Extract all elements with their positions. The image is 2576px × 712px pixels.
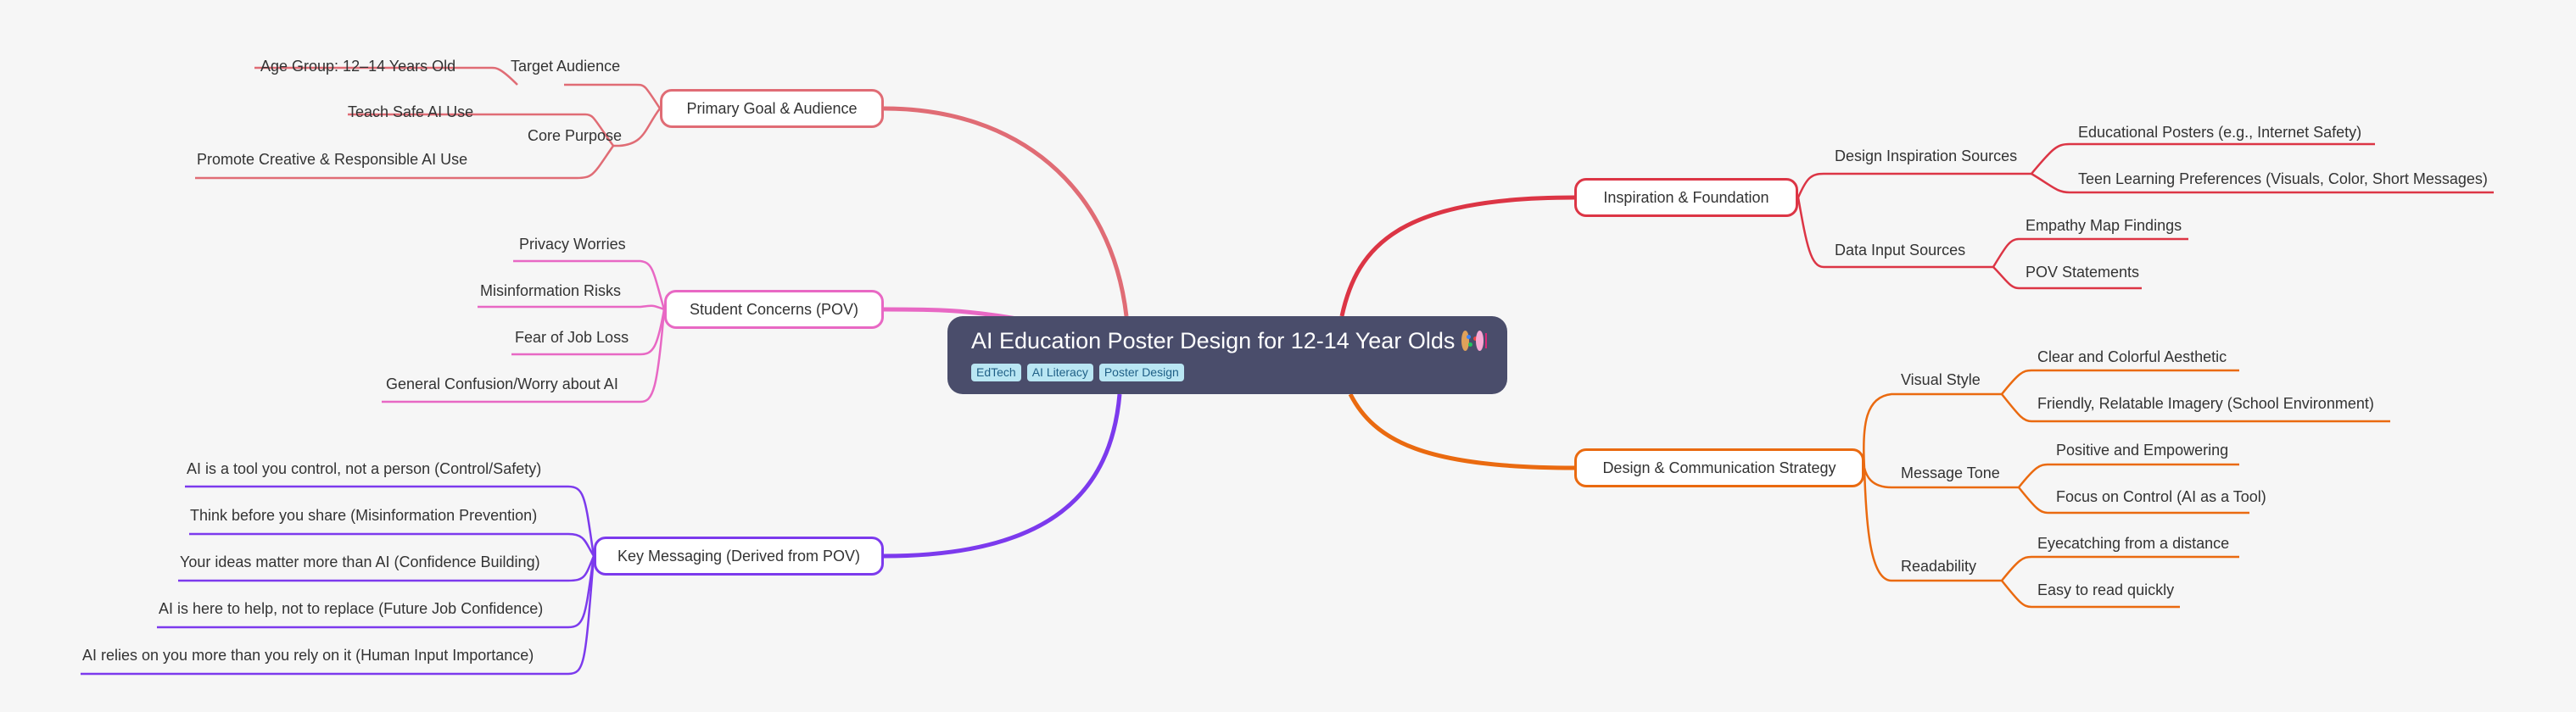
node-pov-statements[interactable]: POV Statements <box>2026 264 2140 281</box>
node-target-audience[interactable]: Target Audience <box>511 58 621 75</box>
branch-primary-goal[interactable]: Primary Goal & Audience <box>660 89 884 128</box>
node-visual-style[interactable]: Visual Style <box>1901 371 1981 388</box>
node-fear-job-loss[interactable]: Fear of Job Loss <box>515 329 629 346</box>
node-misinformation-risks[interactable]: Misinformation Risks <box>480 282 622 299</box>
node-readability[interactable]: Readability <box>1901 558 1977 575</box>
branch-student-concerns[interactable]: Student Concerns (POV) <box>664 290 884 329</box>
node-educational-posters[interactable]: Educational Posters (e.g., Internet Safe… <box>2078 124 2362 141</box>
node-message[interactable]: Think before you share (Misinformation P… <box>190 507 538 524</box>
root-topic[interactable]: AI Education Poster Design for 12-14 Yea… <box>947 316 1507 394</box>
node-privacy-worries[interactable]: Privacy Worries <box>519 236 626 253</box>
node-message[interactable]: Your ideas matter more than AI (Confiden… <box>180 553 540 570</box>
node-general-confusion[interactable]: General Confusion/Worry about AI <box>386 375 618 392</box>
branch-inspiration[interactable]: Inspiration & Foundation <box>1574 178 1798 217</box>
brain-icon <box>1476 331 1487 351</box>
palette-icon <box>1461 331 1472 351</box>
node-eyecatching[interactable]: Eyecatching from a distance <box>2037 535 2230 552</box>
tag[interactable]: Poster Design <box>1098 364 1184 381</box>
node-easy-read[interactable]: Easy to read quickly <box>2037 581 2175 598</box>
node-core-purpose[interactable]: Core Purpose <box>528 127 623 144</box>
branch-key-messaging[interactable]: Key Messaging (Derived from POV) <box>594 537 884 576</box>
node-message[interactable]: AI relies on you more than you rely on i… <box>82 647 534 664</box>
root-tags: EdTech AI Literacy Poster Design <box>971 364 1484 381</box>
node-message[interactable]: AI is a tool you control, not a person (… <box>187 460 542 477</box>
node-promote-creative[interactable]: Promote Creative & Responsible AI Use <box>197 151 468 168</box>
tag[interactable]: AI Literacy <box>1026 364 1093 381</box>
node-design-inspiration[interactable]: Design Inspiration Sources <box>1835 147 2018 164</box>
node-friendly-imagery[interactable]: Friendly, Relatable Imagery (School Envi… <box>2037 395 2374 412</box>
tag[interactable]: EdTech <box>971 364 1021 381</box>
node-message-tone[interactable]: Message Tone <box>1901 464 2000 481</box>
node-clear-colorful[interactable]: Clear and Colorful Aesthetic <box>2037 348 2227 365</box>
node-message[interactable]: AI is here to help, not to replace (Futu… <box>159 600 544 617</box>
branch-design-strategy[interactable]: Design & Communication Strategy <box>1574 448 1864 487</box>
node-age-group[interactable]: Age Group: 12–14 Years Old <box>260 58 456 75</box>
node-data-input[interactable]: Data Input Sources <box>1835 242 1966 259</box>
node-empathy-map[interactable]: Empathy Map Findings <box>2026 217 2182 234</box>
node-positive-empowering[interactable]: Positive and Empowering <box>2056 442 2229 459</box>
node-teach-safe-ai[interactable]: Teach Safe AI Use <box>348 103 474 120</box>
node-focus-control[interactable]: Focus on Control (AI as a Tool) <box>2056 488 2266 505</box>
node-teen-learning[interactable]: Teen Learning Preferences (Visuals, Colo… <box>2078 170 2488 187</box>
root-title: AI Education Poster Design for 12-14 Yea… <box>971 328 1456 353</box>
